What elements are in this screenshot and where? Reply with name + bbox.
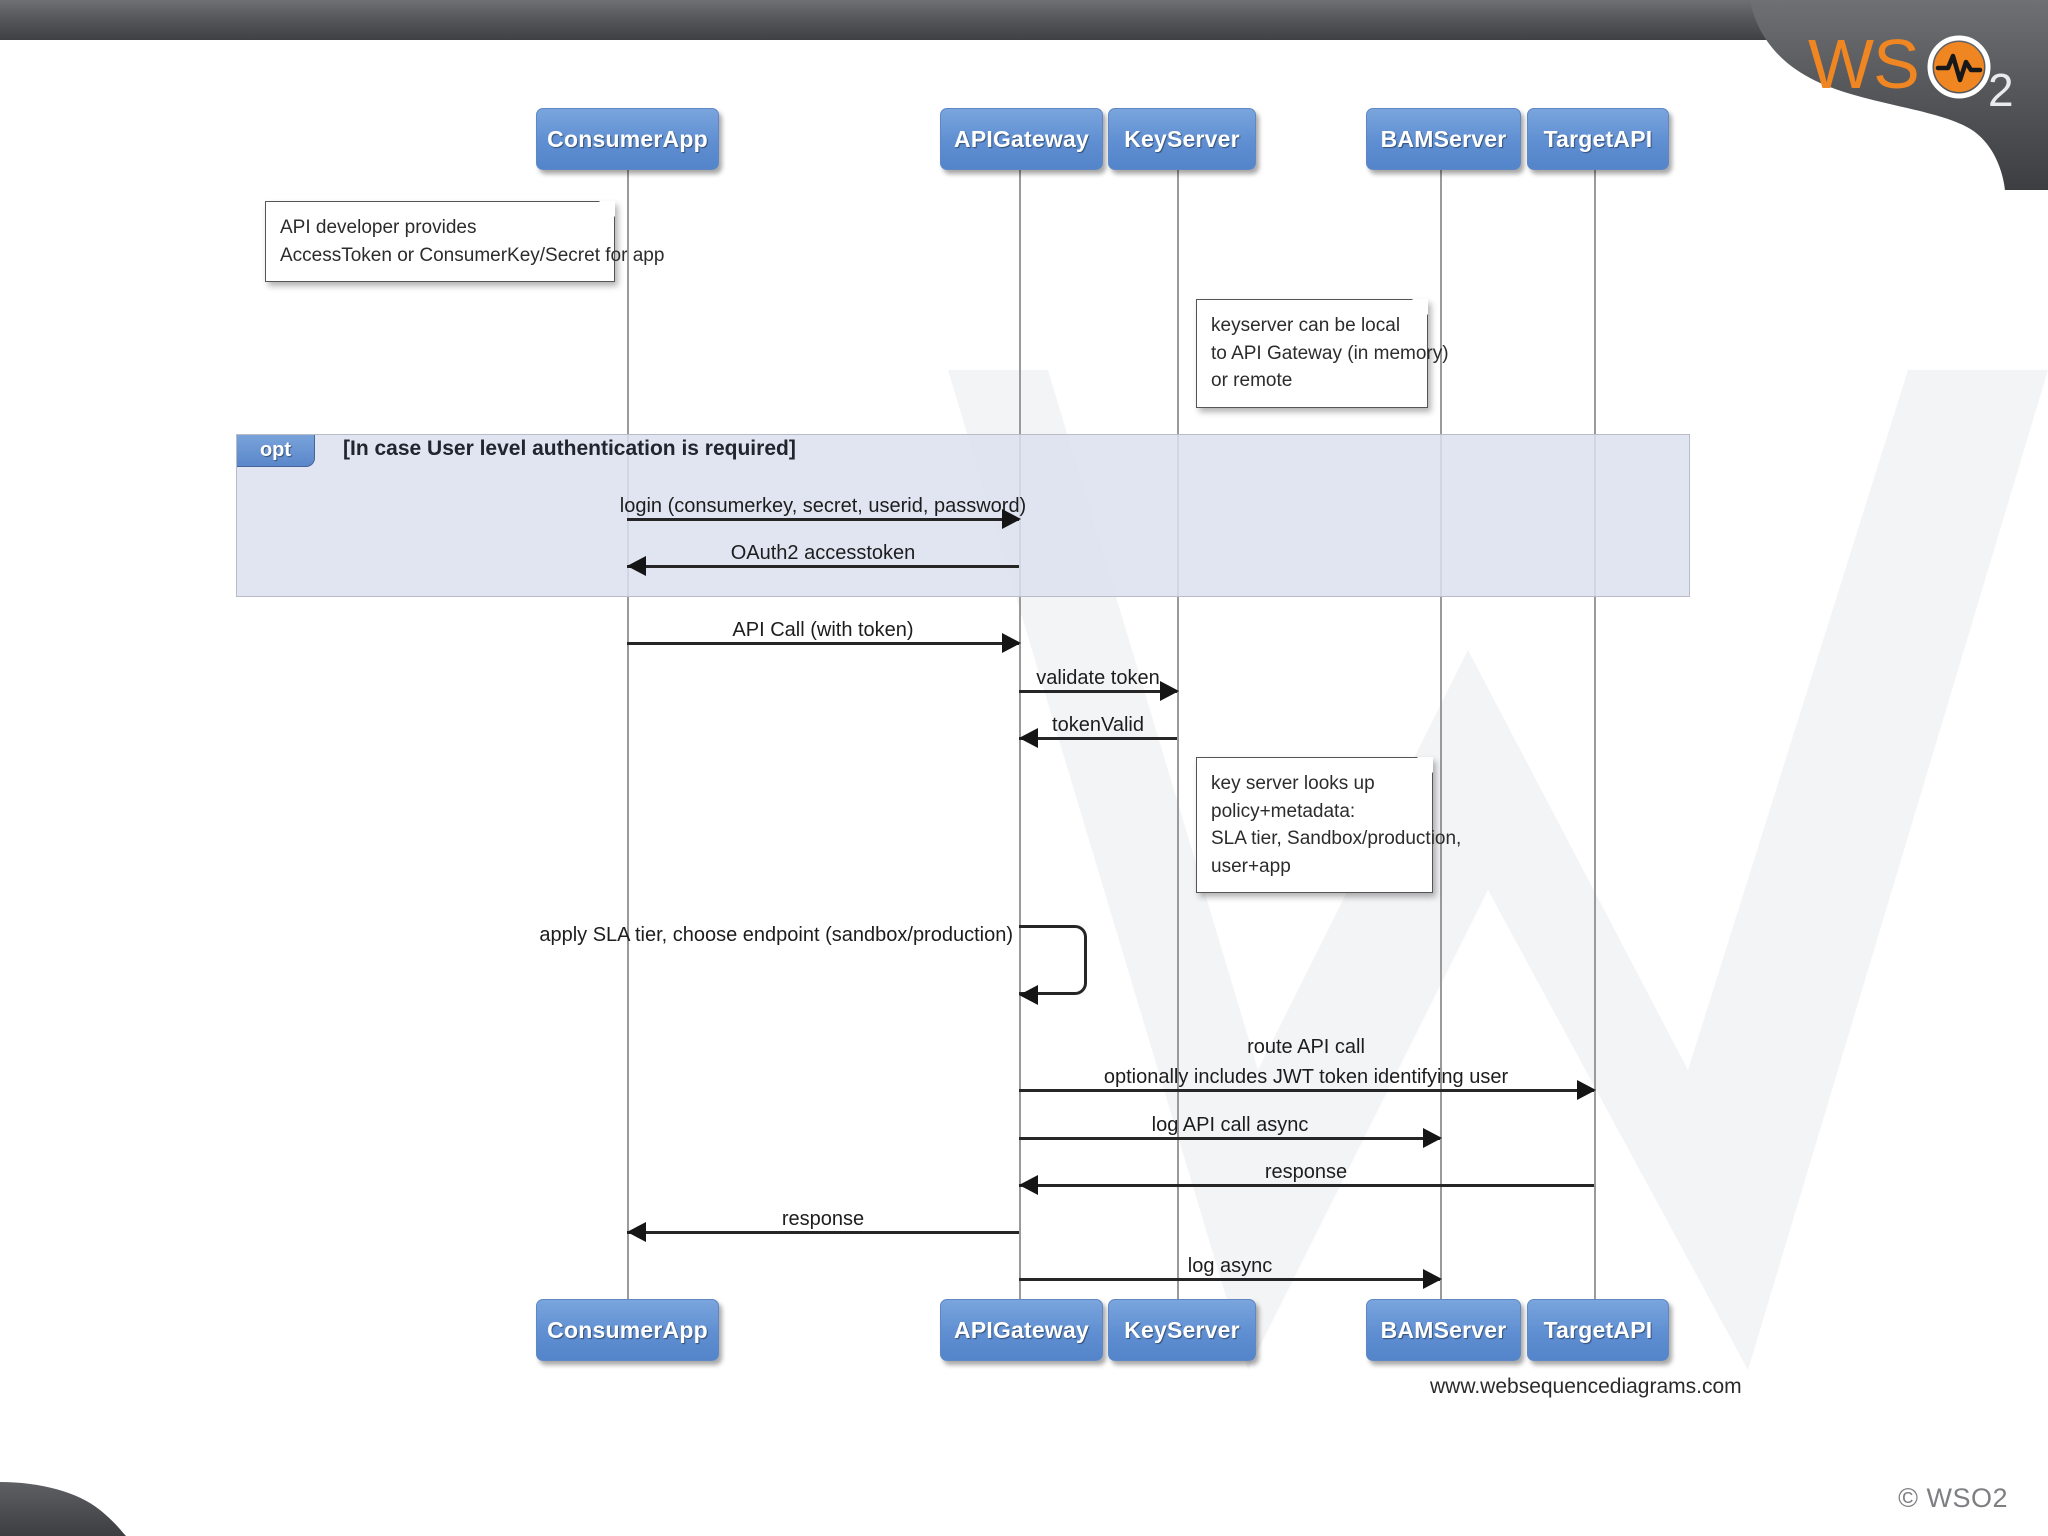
fragment-guard-label: [In case User level authentication is re…: [343, 437, 796, 460]
message-arrow-login: [627, 518, 1019, 521]
lifeline-bamserver: [1440, 170, 1442, 1305]
fragment-opt-user-auth: opt [In case User level authentication i…: [236, 434, 1690, 597]
participant-bamserver-bottom[interactable]: BAMServer: [1366, 1299, 1521, 1361]
message-label-token-valid: tokenValid: [1052, 714, 1144, 736]
note-keyserver-lookup: key server looks up policy+metadata: SLA…: [1196, 757, 1462, 894]
note-line: or remote: [1211, 370, 1293, 392]
note-fold-corner-icon: [599, 201, 615, 217]
participant-keyserver-bottom[interactable]: KeyServer: [1108, 1299, 1256, 1361]
message-label-api-call: API Call (with token): [732, 619, 914, 641]
wso2-logo: WS 2: [1794, 26, 2024, 112]
participant-label: APIGateway: [954, 125, 1089, 152]
message-arrow-log-api-call-async: [1019, 1137, 1440, 1140]
message-label-route-api-call-line2: optionally includes JWT token identifyin…: [1103, 1066, 1509, 1088]
arrowhead-left-icon: [1019, 985, 1038, 1005]
participant-targetapi-top[interactable]: TargetAPI: [1527, 108, 1669, 170]
note-line: SLA tier, Sandbox/production,: [1211, 828, 1462, 850]
arrowhead-right-icon: [1002, 509, 1021, 529]
note-line: keyserver can be local: [1211, 315, 1401, 336]
participant-consumerapp-bottom[interactable]: ConsumerApp: [536, 1299, 719, 1361]
message-label-route-api-call-line1: route API call: [1247, 1036, 1365, 1058]
participant-label: KeyServer: [1124, 1316, 1240, 1343]
note-api-developer: API developer provides AccessToken or Co…: [265, 201, 665, 283]
message-label-oauth2-accesstoken: OAuth2 accesstoken: [730, 542, 916, 564]
message-arrow-validate-token: [1019, 690, 1177, 693]
arrowhead-right-icon: [1423, 1269, 1442, 1289]
note-line: API developer provides: [280, 217, 477, 238]
note-line: policy+metadata:: [1211, 800, 1356, 822]
message-label-response-target: response: [1264, 1161, 1348, 1183]
participant-label: TargetAPI: [1543, 1316, 1653, 1343]
message-arrow-response-target: [1019, 1184, 1594, 1187]
note-line: to API Gateway (in memory): [1211, 342, 1449, 364]
message-label-log-api-call-async: log API call async: [1151, 1114, 1309, 1136]
message-label-response-consumer: response: [781, 1208, 865, 1230]
participant-label: TargetAPI: [1543, 125, 1653, 152]
participant-apigateway-bottom[interactable]: APIGateway: [940, 1299, 1103, 1361]
note-line: key server looks up: [1211, 773, 1375, 794]
svg-text:WS: WS: [1808, 26, 1919, 103]
participant-label: BAMServer: [1380, 1316, 1507, 1343]
lifeline-keyserver: [1177, 170, 1179, 1305]
message-arrow-response-consumer: [627, 1231, 1019, 1234]
note-line: AccessToken or ConsumerKey/Secret for ap…: [280, 244, 665, 266]
message-arrow-token-valid: [1019, 737, 1177, 740]
note-fold-corner-icon: [1417, 757, 1433, 773]
arrowhead-right-icon: [1577, 1080, 1596, 1100]
arrowhead-right-icon: [1423, 1128, 1442, 1148]
fragment-operator-label: opt: [237, 435, 315, 467]
arrowhead-left-icon: [627, 556, 646, 576]
message-arrow-log-async: [1019, 1278, 1440, 1281]
message-arrow-oauth2-accesstoken: [627, 565, 1019, 568]
arrowhead-right-icon: [1160, 681, 1179, 701]
participant-label: ConsumerApp: [547, 1316, 708, 1343]
copyright-label: © WSO2: [1898, 1483, 2008, 1513]
message-label-validate-token: validate token: [1036, 667, 1160, 689]
arrowhead-right-icon: [1002, 633, 1021, 653]
participant-label: APIGateway: [954, 1316, 1089, 1343]
svg-text:2: 2: [1988, 64, 2014, 112]
message-label-log-async: log async: [1187, 1255, 1273, 1277]
participant-label: KeyServer: [1124, 125, 1240, 152]
participant-apigateway-top[interactable]: APIGateway: [940, 108, 1103, 170]
arrowhead-left-icon: [1019, 1175, 1038, 1195]
note-line: user+app: [1211, 855, 1291, 877]
participant-label: BAMServer: [1380, 125, 1507, 152]
note-fold-corner-icon: [1412, 299, 1428, 315]
message-label-login: login (consumerkey, secret, userid, pass…: [619, 495, 1027, 517]
lifeline-targetapi: [1594, 170, 1596, 1305]
participant-keyserver-top[interactable]: KeyServer: [1108, 108, 1256, 170]
participant-label: ConsumerApp: [547, 125, 708, 152]
participant-consumerapp-top[interactable]: ConsumerApp: [536, 108, 719, 170]
message-arrow-api-call: [627, 642, 1019, 645]
participant-bamserver-top[interactable]: BAMServer: [1366, 108, 1521, 170]
participant-targetapi-bottom[interactable]: TargetAPI: [1527, 1299, 1669, 1361]
arrowhead-left-icon: [627, 1222, 646, 1242]
lifeline-consumerapp: [627, 170, 629, 1305]
message-self-call-apply-sla-tier: [1019, 925, 1087, 995]
note-keyserver-location: keyserver can be local to API Gateway (i…: [1196, 299, 1449, 408]
message-arrow-route-api-call: [1019, 1089, 1594, 1092]
message-label-apply-sla-tier: apply SLA tier, choose endpoint (sandbox…: [539, 924, 1013, 946]
arrowhead-left-icon: [1019, 728, 1038, 748]
diagram-credit-link[interactable]: www.websequencediagrams.com: [1430, 1375, 1742, 1398]
